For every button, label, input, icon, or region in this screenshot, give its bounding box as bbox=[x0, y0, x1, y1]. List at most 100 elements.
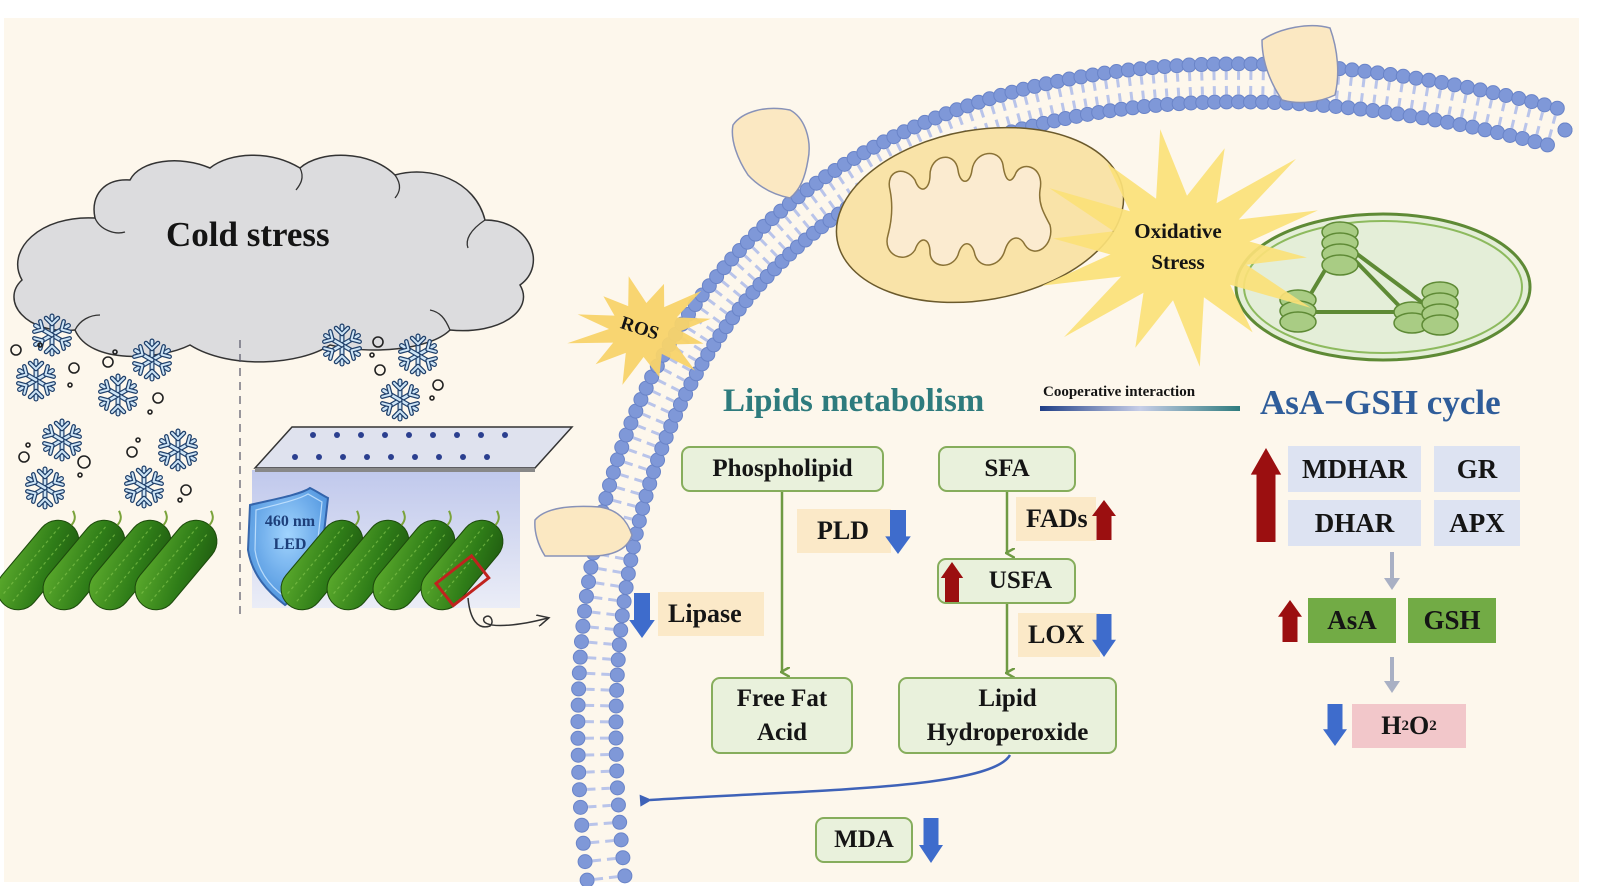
ice-particle bbox=[102, 356, 114, 368]
phospholipid-pair bbox=[572, 649, 626, 668]
led-dot bbox=[460, 454, 466, 460]
oxidative-stress-burst bbox=[1042, 129, 1318, 367]
cloud-icon bbox=[13, 154, 535, 363]
led-type: LED bbox=[273, 536, 307, 553]
phospholipid-pair bbox=[1539, 100, 1565, 153]
snowflakes-group bbox=[10, 313, 444, 510]
phospholipid-pair bbox=[577, 850, 631, 870]
phospholipid-pair bbox=[1340, 62, 1360, 116]
led-dot bbox=[484, 454, 490, 460]
phospholipid-pair bbox=[571, 665, 625, 683]
phospholipid-pair bbox=[571, 763, 625, 780]
ice-particle bbox=[25, 442, 31, 448]
h2o2-sub1: 2 bbox=[1401, 717, 1410, 734]
ice-particle bbox=[432, 379, 444, 391]
phospholipid-box: Phospholipid bbox=[681, 446, 884, 492]
membrane-protein bbox=[731, 107, 810, 199]
phospholipid-pair bbox=[628, 403, 679, 434]
phospholipid-pair bbox=[571, 681, 625, 698]
phospholipid-pair bbox=[623, 415, 674, 445]
membrane-protein bbox=[534, 505, 633, 557]
lipids-metabolism-heading: Lipids metabolism bbox=[723, 383, 985, 419]
phospholipid-pair bbox=[1465, 82, 1488, 135]
phospholipid-pair bbox=[1206, 56, 1223, 110]
led-dot bbox=[334, 432, 340, 438]
usfa-box: USFA bbox=[937, 558, 1076, 604]
chloroplast-icon bbox=[1234, 212, 1532, 362]
snowflake-icon bbox=[25, 466, 65, 510]
free-fat-acid-line2: Acid bbox=[757, 718, 807, 746]
phospholipid-pair bbox=[1427, 75, 1450, 128]
ice-particle bbox=[126, 446, 138, 458]
oxidative-stress-line2: Stress bbox=[1151, 250, 1205, 274]
ice-particle bbox=[10, 344, 22, 356]
led-dot bbox=[316, 454, 322, 460]
led-dot bbox=[478, 432, 484, 438]
phospholipid-pair bbox=[1097, 65, 1118, 119]
phospholipid-pair bbox=[1038, 76, 1062, 129]
phospholipid-pair bbox=[1157, 59, 1175, 112]
phospholipid-pair bbox=[574, 814, 628, 833]
phospholipid-pair bbox=[1169, 58, 1187, 112]
phospholipid-pair bbox=[773, 203, 813, 248]
asa-box: AsA bbox=[1308, 598, 1396, 643]
phospholipid-pair bbox=[579, 868, 633, 886]
ice-particle bbox=[77, 455, 91, 469]
phospholipid-pair bbox=[1085, 67, 1107, 120]
lipid-hydroperoxide-line2: Hydroperoxide bbox=[926, 718, 1089, 746]
oxidative-stress-label: Oxidative Stress bbox=[1118, 216, 1238, 278]
led-dot bbox=[502, 432, 508, 438]
granum-disc bbox=[1321, 254, 1359, 276]
sfa-box: SFA bbox=[938, 446, 1076, 492]
phospholipid-pair bbox=[1193, 57, 1211, 111]
led-dot bbox=[364, 454, 370, 460]
ice-particle bbox=[77, 472, 83, 478]
gsh-box: GSH bbox=[1408, 598, 1496, 643]
phospholipid-pair bbox=[1452, 79, 1475, 133]
ice-particle bbox=[429, 395, 435, 401]
snowflake-icon bbox=[398, 333, 438, 377]
zoom-arrow bbox=[467, 597, 548, 628]
ice-particle bbox=[112, 349, 118, 355]
phospholipid-pair bbox=[1073, 69, 1095, 122]
granum-disc bbox=[1421, 314, 1459, 336]
led-dot bbox=[292, 454, 298, 460]
gr-box: GR bbox=[1434, 446, 1520, 492]
cold-stress-label: Cold stress bbox=[166, 215, 330, 254]
hydroperoxide-to-membrane-arrow bbox=[639, 754, 1012, 807]
phospholipid-pair bbox=[571, 780, 625, 798]
asa-gsh-flow-arrows bbox=[1384, 552, 1400, 693]
snowflake-icon bbox=[32, 313, 72, 357]
phospholipid-pair bbox=[573, 634, 627, 653]
led-dot bbox=[358, 432, 364, 438]
ice-particle bbox=[374, 364, 386, 376]
membrane-protein bbox=[1261, 24, 1339, 104]
led-dot bbox=[430, 432, 436, 438]
phospholipid-pair bbox=[602, 477, 654, 504]
granum-disc bbox=[1279, 311, 1317, 333]
cucumber-icon bbox=[280, 510, 364, 611]
phospholipid-pair bbox=[1181, 57, 1199, 111]
led-dot bbox=[454, 432, 460, 438]
ice-particle bbox=[67, 382, 73, 388]
cucumber-icon bbox=[0, 510, 80, 611]
ice-particle bbox=[37, 342, 43, 348]
snowflake-icon bbox=[16, 358, 56, 402]
mitochondrion-icon bbox=[835, 126, 1125, 304]
phospholipid-pair bbox=[614, 439, 666, 468]
h2o2-sub2: 2 bbox=[1429, 717, 1437, 734]
apx-box: APX bbox=[1434, 500, 1520, 546]
cucumber-icon bbox=[134, 510, 218, 611]
snowflake-icon bbox=[132, 338, 172, 382]
phospholipid-pair bbox=[1365, 65, 1386, 119]
snowflake-icon bbox=[124, 465, 164, 509]
snowflake-icon bbox=[98, 373, 138, 417]
asa-gsh-cycle-heading: AsA−GSH cycle bbox=[1260, 383, 1501, 422]
pld-label: PLD bbox=[797, 509, 891, 553]
ice-particle bbox=[152, 392, 164, 404]
snowflake-icon bbox=[322, 323, 362, 367]
cooperative-interaction-label: Cooperative interaction bbox=[1043, 384, 1196, 400]
phospholipid-pair bbox=[1061, 71, 1084, 124]
